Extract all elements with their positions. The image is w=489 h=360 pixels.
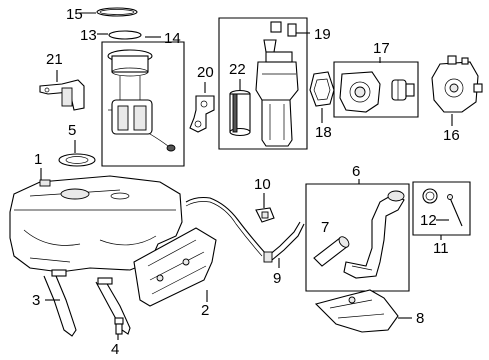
seal-ring <box>108 30 142 40</box>
hose-clip <box>255 207 275 223</box>
callout-6: 6 <box>352 163 360 180</box>
callout-12: 12 <box>420 212 437 229</box>
callout-3: 3 <box>32 292 40 309</box>
callout-15: 15 <box>66 6 83 23</box>
fuel-line <box>185 196 267 257</box>
gasket <box>309 71 335 107</box>
pressure-regulator <box>339 71 415 113</box>
skid-plate <box>314 289 399 333</box>
callout-11: 11 <box>433 240 449 257</box>
filler-pipe <box>343 190 405 279</box>
evap-pump <box>431 55 483 113</box>
filter-cartridge <box>229 89 251 137</box>
lock-ring <box>96 7 138 17</box>
fuel-cap <box>422 188 463 227</box>
leader-lines <box>40 12 453 340</box>
fuel-pump-module-group-box <box>101 41 185 167</box>
strap-bolt <box>114 317 124 335</box>
callout-14: 14 <box>164 30 181 47</box>
pump-lock-ring <box>58 153 96 167</box>
callout-22: 22 <box>229 61 246 78</box>
callout-2: 2 <box>201 302 209 319</box>
mounting-bracket <box>39 79 85 111</box>
callout-8: 8 <box>416 310 424 327</box>
callout-5: 5 <box>68 122 76 139</box>
callout-1: 1 <box>34 151 42 168</box>
filter-housing <box>255 21 299 147</box>
filler-pipe-group-box <box>305 183 410 292</box>
vent-tube <box>263 221 305 263</box>
callout-17: 17 <box>373 40 390 57</box>
callout-4: 4 <box>111 341 119 358</box>
fuel-cap-group-box <box>412 181 471 236</box>
callout-20: 20 <box>197 64 214 81</box>
fuel-filter-group-box <box>218 17 308 150</box>
tank-straps <box>43 269 131 337</box>
callout-7: 7 <box>321 219 329 236</box>
callout-19: 19 <box>314 26 331 43</box>
callout-16: 16 <box>443 127 460 144</box>
filler-hose <box>313 236 350 267</box>
pressure-regulator-group-box <box>333 61 419 118</box>
fuel-tank <box>9 175 183 273</box>
callout-10: 10 <box>254 176 271 193</box>
heat-shield <box>133 227 217 307</box>
callout-21: 21 <box>46 51 63 68</box>
fuel-pump-module <box>107 49 176 152</box>
callout-13: 13 <box>80 27 97 44</box>
callout-9: 9 <box>273 270 281 287</box>
fuel-sensor <box>189 95 215 133</box>
callout-18: 18 <box>315 124 332 141</box>
